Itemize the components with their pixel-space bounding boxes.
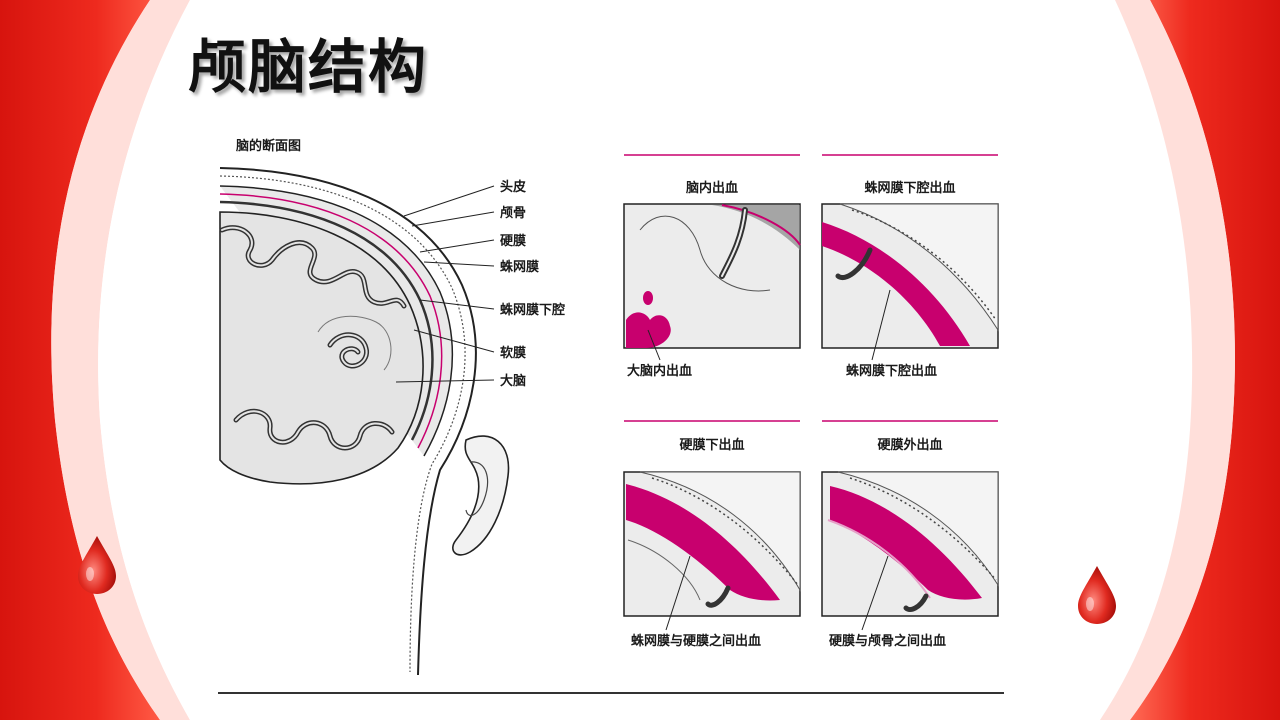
cross-section-heading: 脑的断面图 <box>236 138 301 154</box>
panel-caption-epidural: 硬膜与颅骨之间出血 <box>829 633 946 649</box>
panel-caption-intracerebral: 大脑内出血 <box>627 363 692 379</box>
label-scalp: 头皮 <box>500 179 526 195</box>
blood-drop-icon-left <box>78 536 116 594</box>
label-dura: 硬膜 <box>500 233 526 249</box>
blood-drop-icon-right <box>1078 566 1116 624</box>
label-subarachnoid-space: 蛛网膜下腔 <box>500 302 565 318</box>
head-cross-section <box>219 167 510 676</box>
panel-intracerebral-hemorrhage <box>623 203 801 361</box>
label-pia: 软膜 <box>500 345 526 361</box>
panel-subarachnoid-hemorrhage <box>821 203 999 361</box>
panel-epidural-hemorrhage <box>821 471 999 631</box>
panel-subdural-hemorrhage <box>623 471 801 631</box>
panel-caption-subarachnoid: 蛛网膜下腔出血 <box>846 363 937 379</box>
panel-title-subdural: 硬膜下出血 <box>679 437 744 453</box>
panel-title-subarachnoid: 蛛网膜下腔出血 <box>864 180 955 196</box>
page-title: 颅脑结构 <box>188 33 429 101</box>
label-cerebrum: 大脑 <box>500 373 526 389</box>
panel-title-epidural: 硬膜外出血 <box>877 437 942 453</box>
label-arachnoid: 蛛网膜 <box>500 259 539 275</box>
panel-caption-subdural: 蛛网膜与硬膜之间出血 <box>631 633 761 649</box>
panel-title-intracerebral: 脑内出血 <box>686 180 738 196</box>
label-skull: 颅骨 <box>500 205 526 221</box>
